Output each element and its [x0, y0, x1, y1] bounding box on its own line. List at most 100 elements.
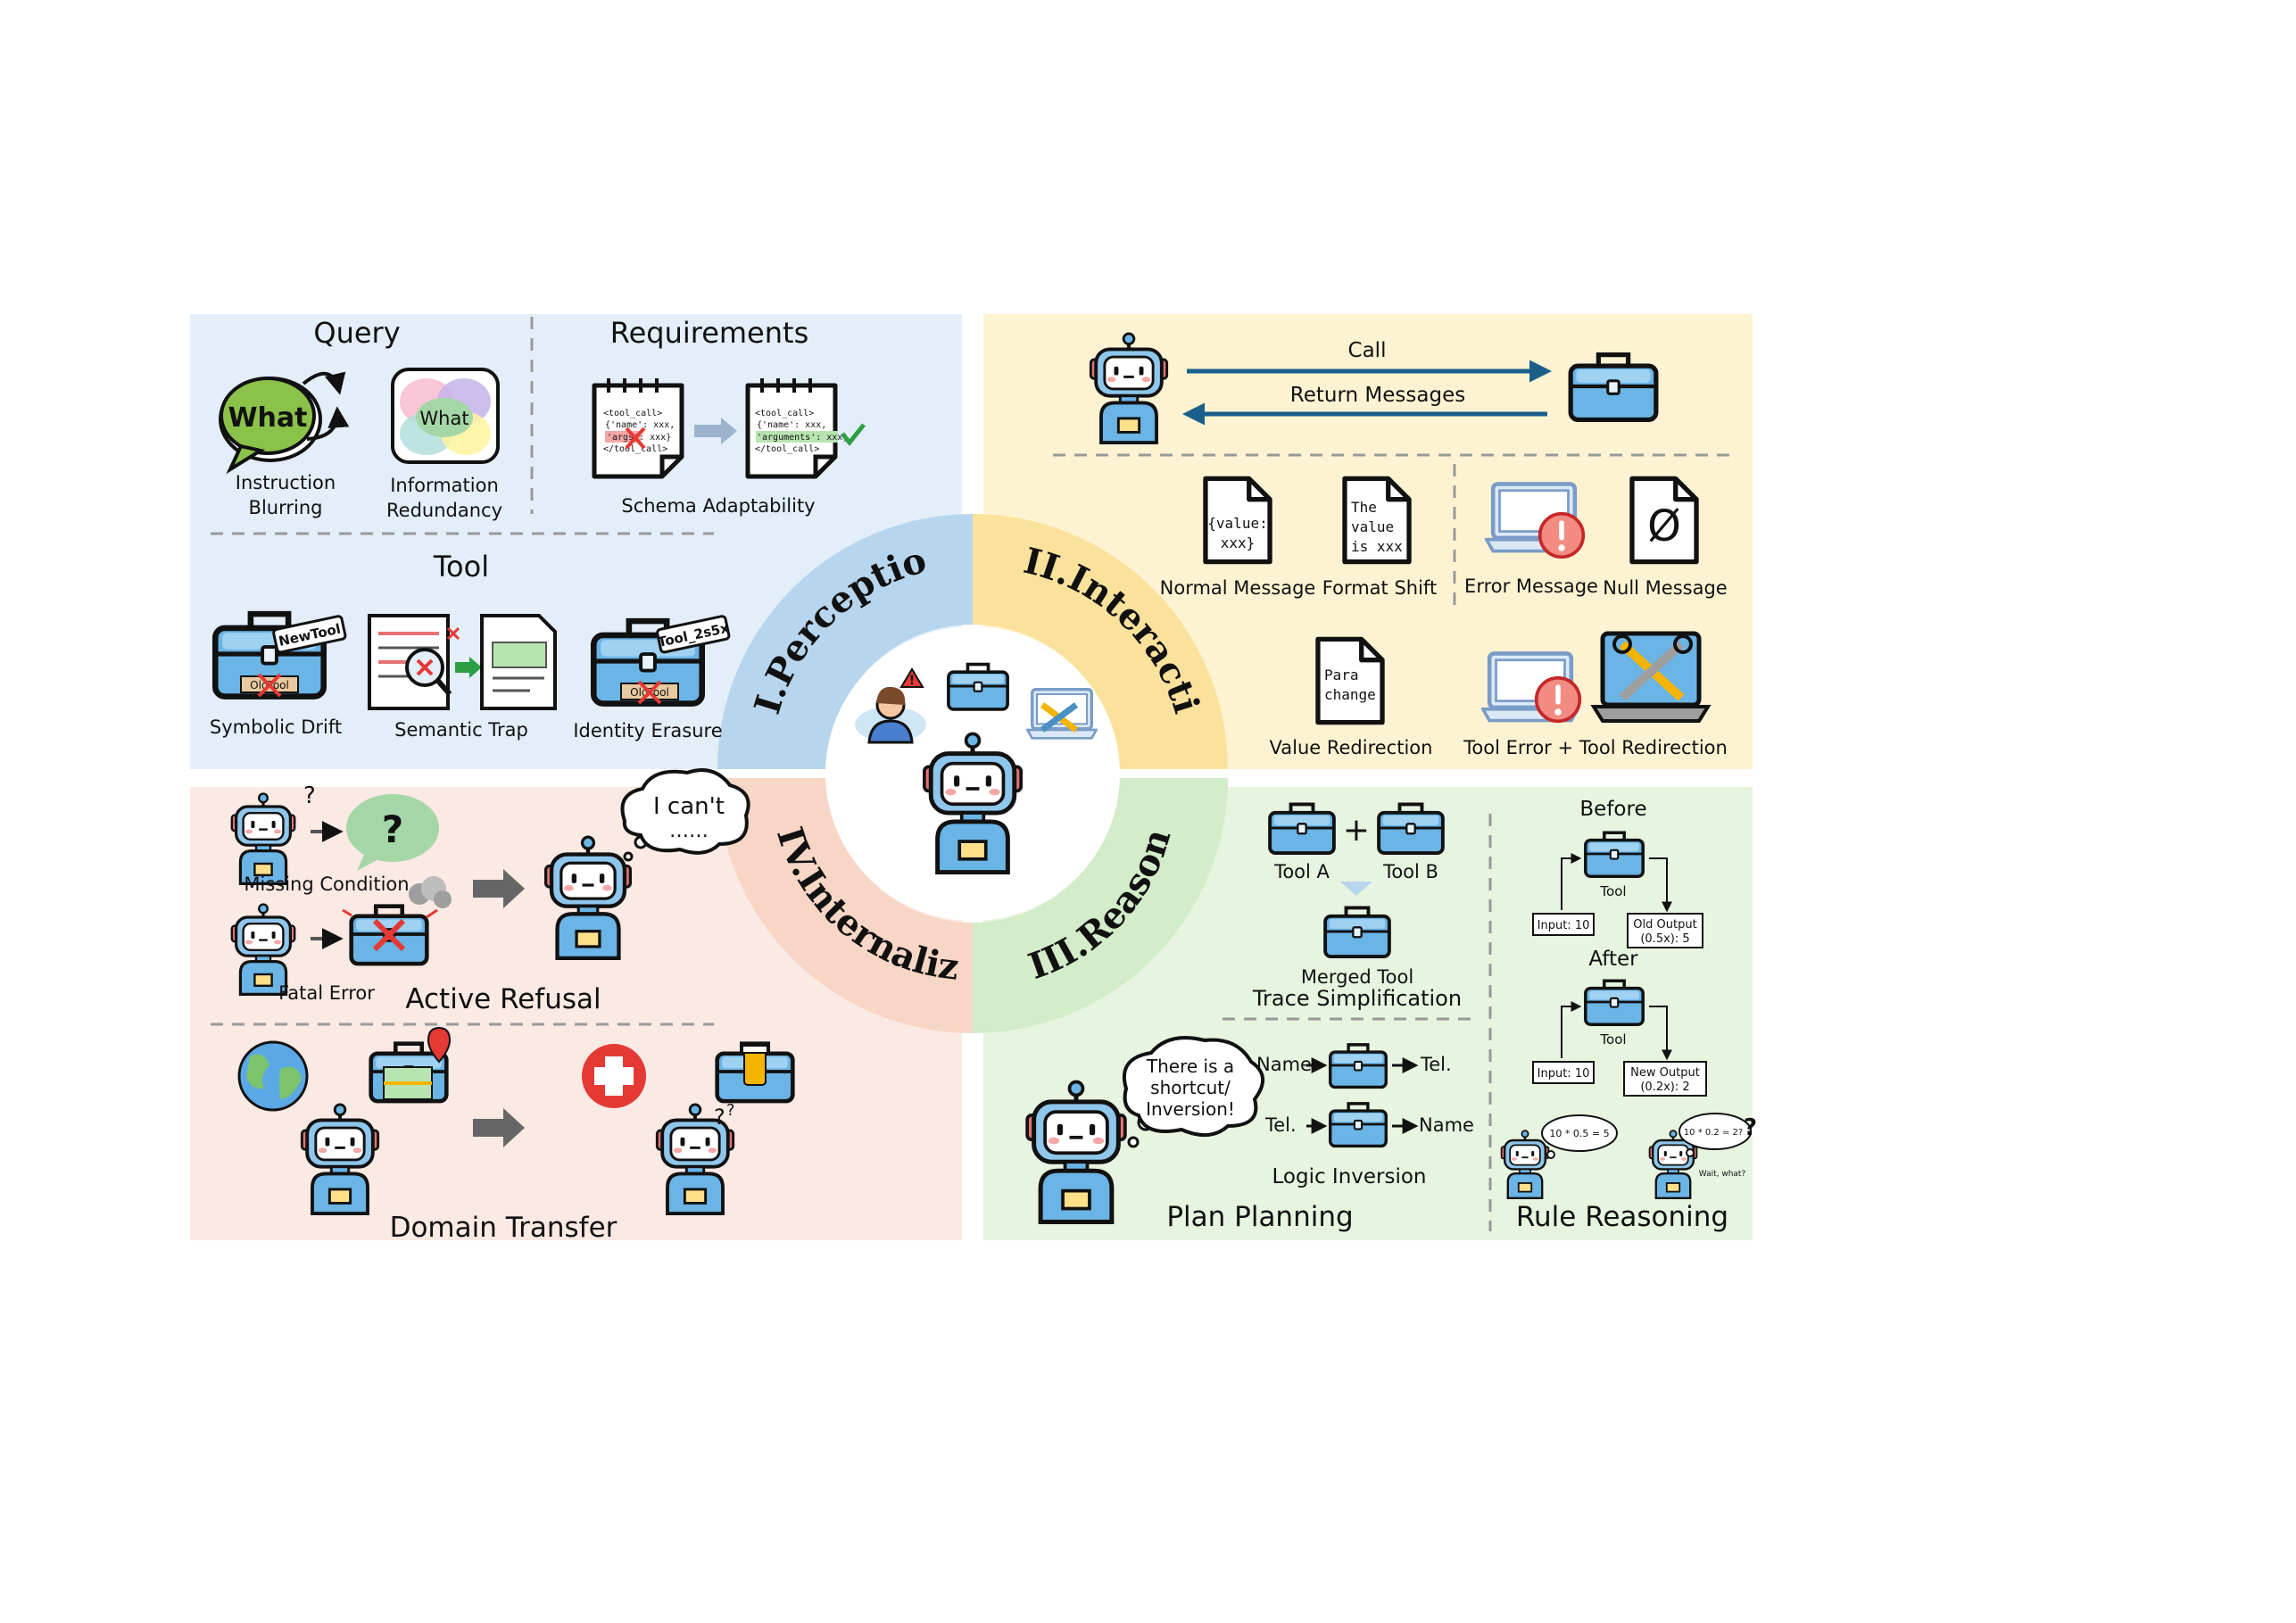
domain-robot-icon: [302, 1105, 377, 1213]
what-speech-bubble-icon: What: [219, 371, 350, 475]
svg-text:<tool_call>: <tool_call>: [603, 409, 662, 418]
svg-text:shortcut/: shortcut/: [1150, 1077, 1231, 1098]
refusal-arrow-icon: [473, 869, 525, 908]
svg-text:I can't: I can't: [653, 793, 725, 820]
inversion-tool-icon-2: [1328, 1102, 1388, 1148]
normal-message-label: Normal Message: [1160, 577, 1316, 599]
rule-thought-bubble-1: 10 * 0.5 = 5: [1541, 1114, 1618, 1159]
symbolic-drift-label: Symbolic Drift: [210, 716, 342, 738]
normal-message-doc-icon: {value: xxx}: [1206, 478, 1270, 561]
before-tool-label: Tool: [1599, 883, 1626, 899]
schema-after-clipboard: <tool_call> {'name': xxx, 'arguments': x…: [748, 378, 866, 476]
broken-toolbox-icon: [342, 907, 438, 964]
missing-condition-bubble-icon: ?: [346, 794, 439, 871]
svg-text:xxx}: xxx}: [1221, 534, 1256, 551]
svg-text:{'name': xxx,: {'name': xxx,: [757, 420, 826, 430]
format-shift-doc-icon: The value is xxx: [1345, 478, 1409, 561]
merged-tool-icon: [1323, 906, 1391, 959]
semantic-trap-label: Semantic Trap: [394, 719, 528, 741]
rule-thought-bubble-2: 10 * 0.2 = 2? ?: [1678, 1113, 1757, 1157]
tool-redirection-laptop-icon: [1590, 631, 1712, 723]
tool-b-label: Tool B: [1382, 861, 1438, 882]
rule-reasoning-label: Rule Reasoning: [1516, 1201, 1728, 1233]
new-output-value: (0.2x): 2: [1640, 1081, 1689, 1094]
old-output-value: (0.5x): 5: [1640, 932, 1689, 946]
after-input-label: Input: 10: [1538, 1067, 1590, 1081]
smoke-icon: [409, 876, 452, 908]
fatal-error-label: Fatal Error: [278, 982, 375, 1004]
svg-text:Para: Para: [1324, 667, 1359, 683]
svg-text:is xxx: is xxx: [1351, 538, 1403, 555]
fatal-error-robot-icon: [230, 903, 296, 996]
robot-question-mark: ?: [303, 783, 316, 809]
null-message-label: Null Message: [1603, 577, 1727, 599]
new-output-label: New Output: [1630, 1066, 1700, 1080]
globe-icon: [237, 1040, 309, 1112]
center-robot-icon: [924, 733, 1021, 872]
domain-arrow-icon: [473, 1108, 525, 1147]
tool-a-label: Tool A: [1273, 861, 1330, 882]
tool-a-icon: [1268, 802, 1336, 856]
interaction-robot-icon: [1090, 334, 1166, 443]
error-message-laptop-icon: [1487, 484, 1586, 559]
svg-text:</tool_call>: </tool_call>: [603, 444, 667, 454]
symbolic-drift-toolbox-icon: OldTool NewTool: [215, 614, 347, 696]
svg-text:!: !: [909, 674, 915, 688]
rule-robot-icon-1: [1500, 1130, 1550, 1199]
before-input-label: Input: 10: [1538, 919, 1590, 932]
merge-arrow: [1340, 882, 1372, 896]
instruction-blurring-label: Instruction: [236, 472, 336, 493]
identity-erasure-label: Identity Erasure: [573, 720, 722, 741]
null-message-doc-icon: Ø: [1632, 478, 1696, 561]
center-toolbox-icon: [947, 662, 1009, 711]
inversion-name-label-2: Name: [1419, 1114, 1474, 1136]
svg-text:What: What: [228, 402, 307, 434]
shortcut-thought-bubble: There is a shortcut/ Inversion!: [1122, 1036, 1264, 1148]
svg-text:<tool_call>: <tool_call>: [755, 409, 814, 418]
tool-b-icon: [1377, 802, 1445, 856]
svg-text:value: value: [1351, 518, 1394, 535]
value-redirection-doc-icon: Para change: [1318, 639, 1382, 722]
center-laptop-tools-icon: [1026, 688, 1098, 740]
medicine-toolbox-icon: [717, 1044, 793, 1101]
confused-question-marks: ?: [714, 1105, 725, 1130]
svg-text:10 * 0.5 = 5: 10 * 0.5 = 5: [1549, 1128, 1609, 1139]
query-title: Query: [313, 316, 400, 350]
schema-before-clipboard: <tool_call> {'name': xxx, 'args': xxx} <…: [594, 378, 682, 476]
return-label: Return Messages: [1290, 384, 1465, 407]
tool-error-laptop-icon: [1483, 653, 1582, 724]
schema-adaptability-label: Schema Adaptability: [621, 495, 815, 517]
wait-what-label: Wait, what?: [1699, 1170, 1746, 1179]
tool-redirection-label: Tool Error + Tool Redirection: [1463, 737, 1728, 758]
svg-text:There is a: There is a: [1146, 1056, 1234, 1077]
svg-text:{value:: {value:: [1207, 515, 1267, 532]
domain-transfer-label: Domain Transfer: [390, 1212, 618, 1244]
inversion-name-label: Name: [1256, 1054, 1312, 1075]
center-user-icon: !: [855, 667, 926, 744]
before-input-box: [1532, 913, 1595, 936]
inversion-tel-label-2: Tel.: [1264, 1114, 1297, 1136]
plus-sign: +: [1343, 812, 1370, 849]
svg-text:</tool_call>: </tool_call>: [755, 444, 819, 454]
interaction-toolbox-icon: [1571, 355, 1656, 420]
refusal-robot-icon: [546, 837, 631, 958]
before-tool-icon: [1583, 831, 1645, 879]
svg-text:'arguments': xxx}: 'arguments': xxx}: [757, 433, 848, 443]
information-redundancy-label-2: Redundancy: [386, 500, 502, 521]
svg-text:The: The: [1351, 499, 1377, 516]
plan-planning-label: Plan Planning: [1166, 1201, 1353, 1233]
after-tool-icon: [1583, 979, 1645, 1027]
svg-text:What: What: [419, 408, 468, 429]
svg-text:Inversion!: Inversion!: [1146, 1098, 1235, 1120]
svg-text:10 * 0.2 = 2?: 10 * 0.2 = 2?: [1684, 1128, 1743, 1138]
information-redundancy-icon: What: [391, 368, 500, 464]
merged-tool-label: Merged Tool: [1301, 966, 1413, 988]
call-label: Call: [1348, 339, 1387, 362]
svg-text:'args': xxx}: 'args': xxx}: [607, 433, 671, 443]
old-output-box: [1627, 913, 1703, 948]
map-toolbox-icon: [371, 1026, 452, 1101]
requirements-title: Requirements: [610, 316, 808, 350]
format-shift-label: Format Shift: [1322, 577, 1437, 599]
medical-cross-icon: [582, 1044, 646, 1108]
after-label: After: [1588, 948, 1638, 971]
